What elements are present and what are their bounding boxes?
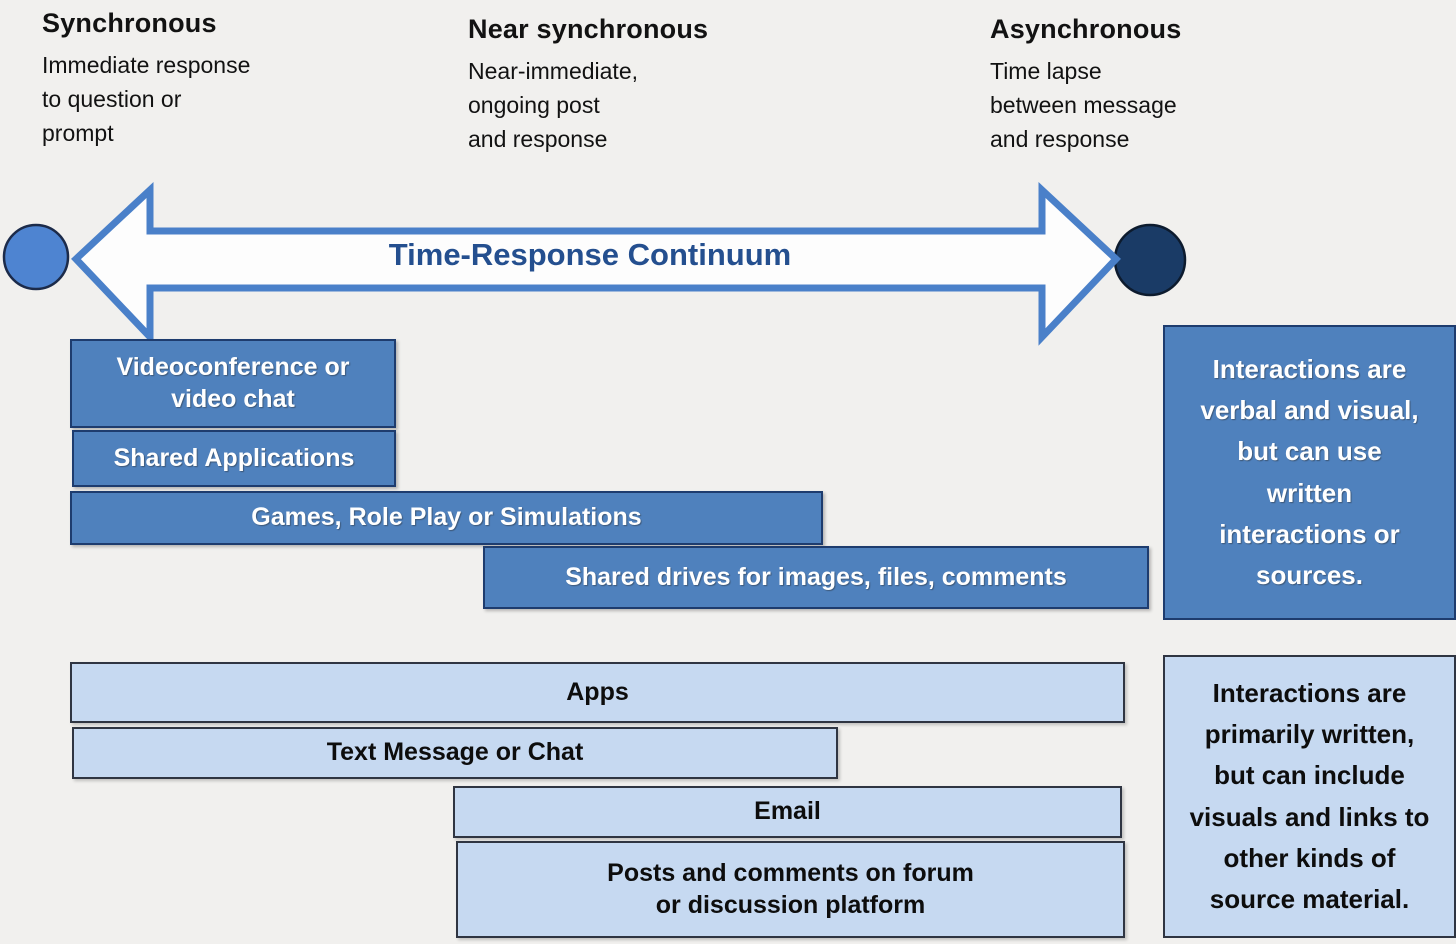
- double-headed-arrow: [71, 181, 1121, 346]
- header-near-synchronous-subtitle: Near-immediate, ongoing post and respons…: [468, 58, 638, 152]
- bar-email: Email: [453, 786, 1122, 838]
- continuum-label: Time-Response Continuum: [388, 237, 792, 272]
- header-asynchronous-subtitle: Time lapse between message and response: [990, 58, 1177, 152]
- callout-asynchronous-note: Interactions are primarily written, but …: [1163, 655, 1456, 938]
- header-asynchronous-title: Asynchronous: [990, 14, 1182, 44]
- bar-videoconference: Videoconference or video chat: [70, 339, 396, 428]
- bar-shared-applications: Shared Applications: [72, 430, 396, 487]
- bar-text-message-chat: Text Message or Chat: [72, 727, 838, 779]
- synchronous-endpoint-circle: [2, 223, 70, 291]
- bar-games-roleplay-simulations: Games, Role Play or Simulations: [70, 491, 823, 545]
- continuum-arrow-graphic: [2, 181, 1187, 346]
- header-near-synchronous: Near synchronous Near-immediate, ongoing…: [468, 14, 708, 156]
- header-asynchronous: Asynchronous Time lapse between message …: [990, 14, 1181, 156]
- bar-apps: Apps: [70, 662, 1125, 723]
- header-near-synchronous-title: Near synchronous: [468, 14, 709, 44]
- header-synchronous-subtitle: Immediate response to question or prompt: [42, 52, 251, 146]
- bar-posts-comments: Posts and comments on forum or discussio…: [456, 841, 1125, 938]
- bar-shared-drives: Shared drives for images, files, comment…: [483, 546, 1149, 609]
- header-synchronous: Synchronous Immediate response to questi…: [42, 8, 250, 150]
- header-synchronous-title: Synchronous: [42, 8, 217, 38]
- callout-synchronous-note: Interactions are verbal and visual, but …: [1163, 325, 1456, 620]
- asynchronous-endpoint-circle: [1113, 223, 1187, 297]
